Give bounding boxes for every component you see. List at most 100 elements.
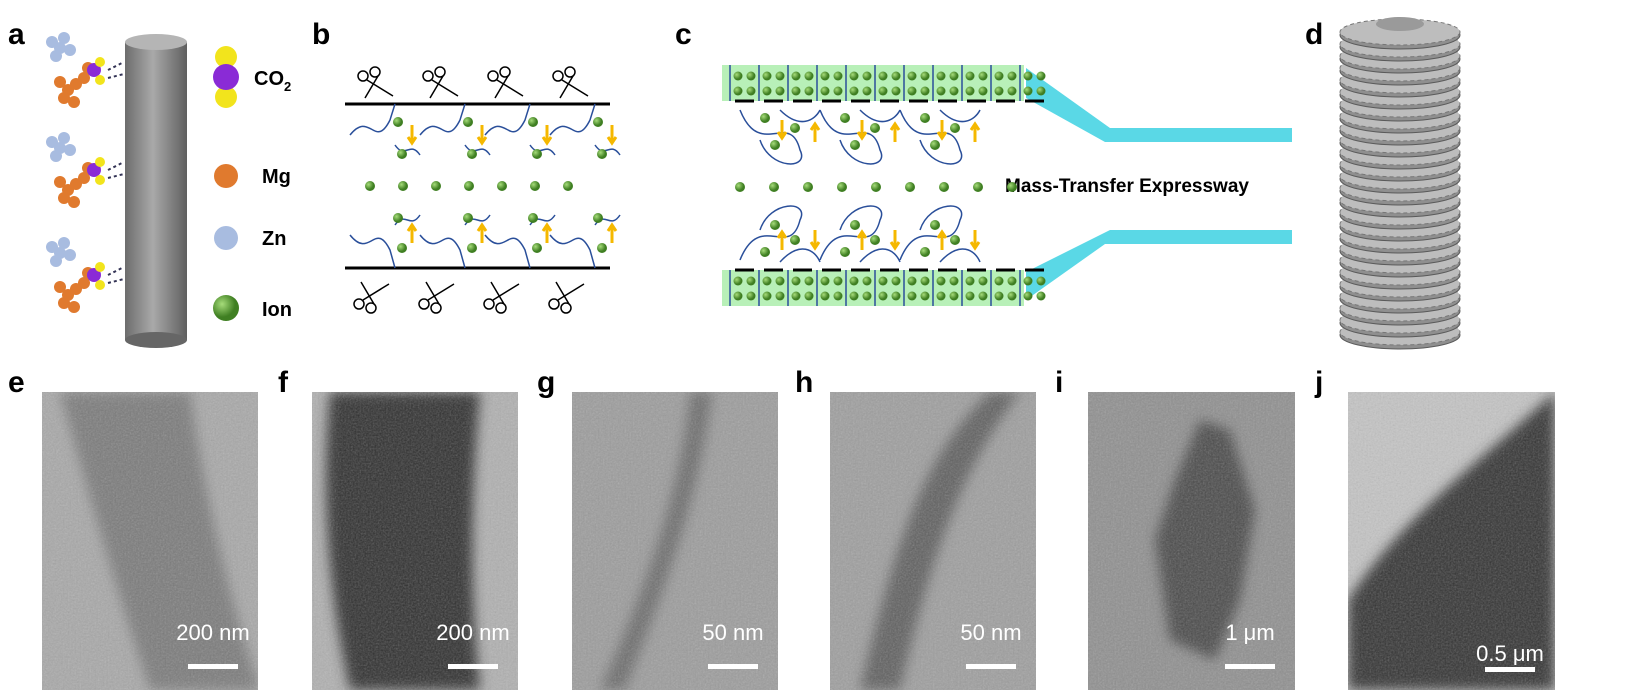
scale-bar-label-g: 50 nm <box>702 620 763 645</box>
tem-content <box>1088 392 1295 690</box>
ion <box>804 291 814 301</box>
ion <box>532 243 542 253</box>
zn-atom <box>64 144 76 156</box>
polymer-network <box>899 109 981 165</box>
interaction-line <box>107 278 125 284</box>
ion <box>804 86 814 96</box>
ion <box>891 86 901 96</box>
ion <box>936 71 946 81</box>
polymer-network <box>739 109 821 165</box>
ion <box>791 291 801 301</box>
panel-label-d: d <box>1305 18 1323 51</box>
ion <box>939 182 949 192</box>
ion <box>497 181 507 191</box>
transfer-arrow <box>889 121 901 142</box>
ion <box>920 113 930 123</box>
scissors-icon <box>418 281 455 314</box>
ion <box>978 291 988 301</box>
scissors-blade <box>360 281 390 305</box>
ion <box>803 182 813 192</box>
scissors-handle <box>487 70 499 82</box>
ion <box>920 71 930 81</box>
ion <box>770 220 780 230</box>
ion <box>820 291 830 301</box>
ion <box>1007 182 1017 192</box>
transfer-arrow <box>856 229 868 250</box>
ion <box>820 276 830 286</box>
ion <box>735 182 745 192</box>
ion <box>760 247 770 257</box>
transfer-arrow <box>809 230 821 251</box>
ion <box>528 117 538 127</box>
panel-a-fiber <box>125 34 187 348</box>
membrane-top <box>722 65 1024 101</box>
polymer-chain <box>349 214 421 269</box>
scissors-handle <box>357 70 369 82</box>
ion <box>1023 291 1033 301</box>
ion <box>849 71 859 81</box>
polymer-chain <box>349 103 421 156</box>
co2-molecule-icon <box>213 46 239 108</box>
scale-bar-label-h: 50 nm <box>960 620 1021 645</box>
polymer-network <box>819 109 901 165</box>
ion <box>870 123 880 133</box>
transfer-arrow <box>936 120 948 141</box>
ion <box>840 247 850 257</box>
interaction-line <box>107 161 125 171</box>
ion <box>1036 86 1046 96</box>
mg-atom <box>78 277 90 289</box>
transfer-arrow <box>406 222 418 243</box>
ion <box>804 276 814 286</box>
panel-b-schematic <box>345 66 621 314</box>
ion <box>775 291 785 301</box>
legend-mg: Mg <box>262 166 291 188</box>
ion <box>770 140 780 150</box>
ion <box>1023 276 1033 286</box>
transfer-arrow <box>776 120 788 141</box>
transfer-arrow <box>476 125 488 146</box>
panel-label-j: j <box>1314 366 1323 399</box>
ion <box>791 71 801 81</box>
mof-molecule <box>46 32 125 108</box>
zn-atom <box>50 150 62 162</box>
scissors-icon <box>483 281 520 314</box>
ion <box>593 117 603 127</box>
ion <box>891 276 901 286</box>
ion <box>994 71 1004 81</box>
mg-atom <box>78 72 90 84</box>
polymer-network <box>899 205 981 263</box>
ion <box>791 86 801 96</box>
ion <box>950 123 960 133</box>
zn-atom <box>58 237 70 249</box>
ion <box>994 276 1004 286</box>
ion <box>431 181 441 191</box>
tem-content <box>312 392 518 690</box>
membrane-bottom <box>722 270 1024 306</box>
ion <box>907 291 917 301</box>
ion <box>398 181 408 191</box>
ion <box>978 276 988 286</box>
scissors-icon <box>552 66 589 99</box>
ion <box>862 276 872 286</box>
o-atom <box>95 262 105 272</box>
ion <box>837 182 847 192</box>
ion <box>775 276 785 286</box>
polymer-chain <box>549 214 621 269</box>
tem-image-j: 0.5 μm <box>1348 392 1555 690</box>
panel-label-i: i <box>1055 366 1063 399</box>
ion <box>950 235 960 245</box>
scissors-icon <box>548 281 585 314</box>
o-atom <box>95 280 105 290</box>
ion <box>733 276 743 286</box>
ion <box>790 123 800 133</box>
transfer-arrow <box>969 121 981 142</box>
mg-atom <box>68 196 80 208</box>
tem-image-g: 50 nm <box>572 392 778 690</box>
mof-molecule <box>46 132 125 208</box>
ion <box>597 243 607 253</box>
panel-label-e: e <box>8 366 25 399</box>
transfer-arrow <box>969 230 981 251</box>
panel-d-finned-fiber <box>1339 17 1461 350</box>
ion <box>365 181 375 191</box>
